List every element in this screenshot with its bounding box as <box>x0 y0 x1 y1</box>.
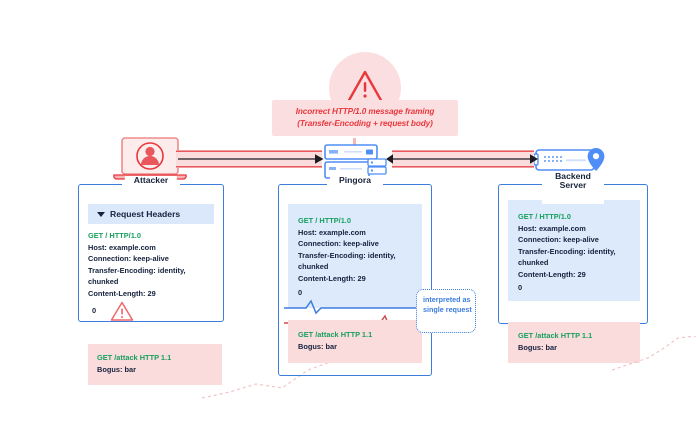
backend-label: Backend Server <box>546 171 600 191</box>
header-connection: Connection: keep-alive <box>518 235 599 245</box>
attacker-label: Attacker <box>124 175 178 186</box>
request-line: GET / HTTP/1.0 <box>88 231 141 240</box>
attacker-label-mask <box>122 184 180 188</box>
warning-triangle-icon <box>110 301 134 321</box>
pingora-smuggled-message: GET /attack HTTP 1.1 Bogus: bar <box>288 320 422 364</box>
pingora-chunk-terminator: 0 <box>298 288 303 297</box>
header-transfer-encoding: Transfer-Encoding: identity, chunked <box>298 250 396 272</box>
arrow-pingora-to-backend <box>386 150 538 168</box>
accordion-label: Request Headers <box>110 209 181 219</box>
smuggled-header-bogus: Bogus: bar <box>298 341 338 351</box>
request-headers-accordion[interactable]: Request Headers <box>88 204 214 224</box>
header-host: Host: example.com <box>518 223 586 233</box>
smuggled-request-line: GET /attack HTTP 1.1 <box>97 353 172 362</box>
attacker-request-message: GET / HTTP/1.0 Host: example.com Connect… <box>88 230 214 300</box>
header-host: Host: example.com <box>88 242 156 252</box>
backend-request-message: GET / HTTP/1.0 Host: example.com Connect… <box>508 200 640 301</box>
pingora-request-message: GET / HTTP/1.0 Host: example.com Connect… <box>288 204 422 308</box>
warning-line-1: Incorrect HTTP/1.0 message framing <box>295 107 435 116</box>
smuggled-request-line: GET /attack HTTP 1.1 <box>518 331 593 340</box>
column-attacker: Attacker <box>78 175 224 322</box>
smuggled-request-line: GET /attack HTTP 1.1 <box>298 330 373 339</box>
server-pin-icon <box>533 148 605 171</box>
header-connection: Connection: keep-alive <box>88 254 169 264</box>
smuggled-header-bogus: Bogus: bar <box>518 342 558 352</box>
header-transfer-encoding: Transfer-Encoding: identity, chunked <box>88 265 186 287</box>
warning-banner: Incorrect HTTP/1.0 message framing (Tran… <box>272 100 458 136</box>
arrow-attacker-to-pingora <box>176 150 324 168</box>
header-connection: Connection: keep-alive <box>298 239 379 249</box>
backend-chunk-terminator: 0 <box>518 283 523 292</box>
interpreted-callout: interpreted as single request <box>416 289 476 333</box>
backend-trailing-line <box>612 336 696 371</box>
header-content-length: Content-Length: 29 <box>298 273 366 283</box>
header-content-length: Content-Length: 29 <box>518 269 586 279</box>
header-content-length: Content-Length: 29 <box>88 288 156 298</box>
column-backend: Backend Server <box>498 171 648 324</box>
header-host: Host: example.com <box>298 227 366 237</box>
attacker-smuggled-message: GET /attack HTTP 1.1 Bogus: bar <box>88 344 222 386</box>
request-line: GET / HTTP/1.0 <box>518 212 571 221</box>
chevron-down-icon <box>97 211 105 217</box>
attacker-chunk-terminator: 0 <box>92 306 97 315</box>
pingora-label: Pingora <box>330 175 380 186</box>
warning-line-2: (Transfer-Encoding + request body) <box>297 118 433 128</box>
smuggled-header-bogus: Bogus: bar <box>97 364 137 374</box>
pingora-label-mask <box>327 184 383 188</box>
header-transfer-encoding: Transfer-Encoding: identity, chunked <box>518 246 616 268</box>
attacker-trailing-line <box>201 361 330 399</box>
framing-warning: Incorrect HTTP/1.0 message framing (Tran… <box>272 52 458 136</box>
request-line: GET / HTTP/1.0 <box>298 216 351 225</box>
callout-text: interpreted as single request <box>423 295 472 315</box>
column-pingora: Pingora <box>278 175 432 376</box>
backend-smuggled-message: GET /attack HTTP 1.1 Bogus: bar <box>508 322 640 364</box>
